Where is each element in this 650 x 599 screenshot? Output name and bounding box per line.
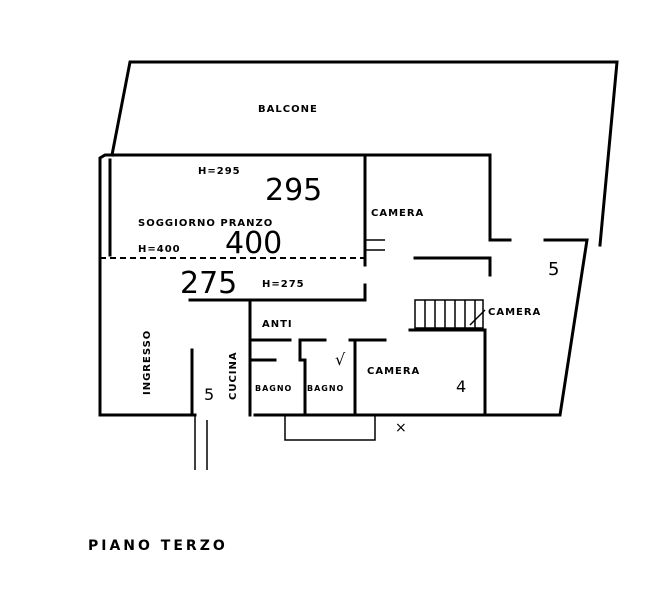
height-label-400: H=400 [138,244,181,255]
annotation-275: 275 [180,266,237,301]
room-label-cucina: CUCINA [228,351,239,400]
check-mark: √ [335,350,346,369]
annotation-5-right: 5 [548,259,559,280]
room-label-anti: ANTI [262,319,293,330]
height-label-295: H=295 [198,166,241,177]
room-label-soggiorno: SOGGIORNO PRANZO [138,218,273,229]
room-label-balcone: BALCONE [258,104,318,115]
room-label-ingresso: INGRESSO [142,330,153,395]
room-label-camera-bottom: CAMERA [367,366,420,377]
wall [408,328,487,417]
annotation-295: 295 [265,173,322,208]
room-label-bagno-2: BAGNO [307,384,344,393]
balcony-outline [110,60,619,247]
landing [284,415,376,441]
wall [298,338,307,417]
leader-line [469,309,486,326]
wall [413,256,492,277]
annotation-5-kitchen: 5 [204,385,214,404]
height-label-275: H=275 [262,279,305,290]
annotation-4: 4 [456,377,466,396]
staircase [414,299,484,329]
outer-wall-right [253,238,589,417]
stair-steps [424,300,476,328]
wall [188,283,367,302]
outer-wall-left [98,153,367,417]
room-label-bagno-1: BAGNO [255,384,292,393]
room-label-camera-top: CAMERA [371,208,424,219]
wall [363,153,512,242]
annotation-400: 400 [225,226,282,261]
floor-title: PIANO TERZO [88,538,228,554]
cross-mark: × [395,420,407,436]
room-label-camera-right: CAMERA [488,307,541,318]
